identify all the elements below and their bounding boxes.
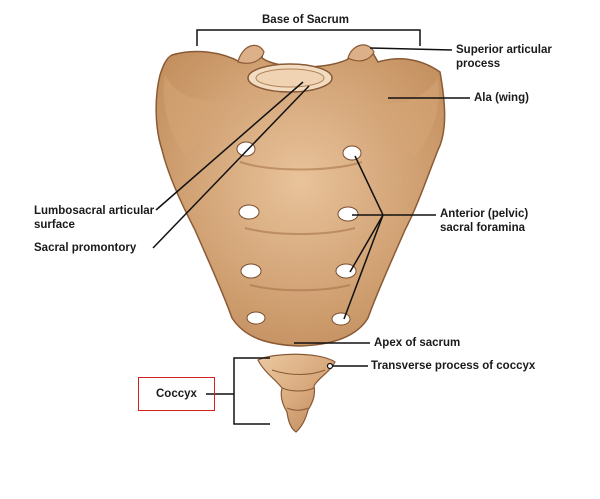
label-ala: Ala (wing) bbox=[474, 91, 529, 105]
coccyx-segment-line-2 bbox=[281, 387, 315, 392]
right-superior-articular-process bbox=[347, 44, 375, 62]
label-coccyx: Coccyx bbox=[156, 387, 197, 401]
transverse-process-dot bbox=[326, 362, 334, 370]
leader-lines bbox=[152, 29, 470, 425]
foramen-l3 bbox=[240, 263, 262, 279]
label-superior-articular-line2: process bbox=[456, 58, 501, 70]
label-foramina-line1: Anterior (pelvic) bbox=[440, 208, 529, 220]
label-lumbosacral-line1: Lumbosacral articular bbox=[34, 205, 155, 217]
label-foramina-line2: sacral foramina bbox=[440, 222, 526, 234]
label-superior-articular-process: Superior articular process bbox=[456, 43, 552, 71]
label-base-of-sacrum: Base of Sacrum bbox=[262, 13, 349, 27]
foramina-leader-1 bbox=[354, 155, 384, 216]
label-base-of-sacrum-text: Base of Sacrum bbox=[262, 14, 349, 26]
foramen-l1 bbox=[236, 141, 256, 157]
promontory-leader bbox=[152, 85, 310, 249]
base-of-sacrum-bracket bbox=[196, 29, 421, 46]
label-anterior-sacral-foramina: Anterior (pelvic) sacral foramina bbox=[440, 207, 528, 235]
foramen-l4 bbox=[246, 311, 266, 325]
label-lumbosacral-line2: surface bbox=[34, 219, 75, 231]
label-transverse-process-of-coccyx: Transverse process of coccyx bbox=[371, 359, 535, 373]
label-lumbosacral-articular-surface: Lumbosacral articular surface bbox=[34, 204, 154, 232]
lumbosacral-leader bbox=[155, 81, 304, 211]
coccyx-bracket bbox=[233, 357, 270, 425]
ridge-2 bbox=[244, 227, 356, 235]
foramen-r1 bbox=[342, 145, 362, 161]
label-apex-text: Apex of sacrum bbox=[374, 337, 461, 349]
foramina-leader-3 bbox=[343, 214, 384, 320]
foramina-leader-2 bbox=[349, 214, 384, 273]
label-superior-articular-line1: Superior articular bbox=[456, 44, 552, 56]
coccyx-segment-line-1 bbox=[271, 369, 326, 375]
coccyx-bone bbox=[257, 353, 336, 433]
foramen-l2 bbox=[238, 204, 260, 220]
left-superior-articular-process bbox=[237, 44, 265, 64]
label-ala-text: Ala (wing) bbox=[474, 92, 529, 104]
ridge-1 bbox=[239, 161, 363, 171]
superior-articular-leader bbox=[369, 47, 453, 51]
foramen-r2 bbox=[337, 206, 359, 222]
left-ala-shading bbox=[163, 75, 230, 155]
coccyx-segment-line-3 bbox=[286, 407, 309, 411]
foramen-r4 bbox=[331, 312, 351, 326]
label-sacral-promontory: Sacral promontory bbox=[34, 241, 136, 255]
ridge-3 bbox=[249, 284, 351, 292]
foramen-r3 bbox=[335, 263, 357, 279]
label-apex-of-sacrum: Apex of sacrum bbox=[374, 336, 460, 350]
articular-surface-inner bbox=[255, 68, 325, 88]
label-transverse-process-text: Transverse process of coccyx bbox=[371, 360, 536, 372]
coccyx-highlight-box bbox=[138, 377, 215, 411]
label-coccyx-text: Coccyx bbox=[156, 388, 197, 400]
label-sacral-promontory-text: Sacral promontory bbox=[34, 242, 137, 254]
